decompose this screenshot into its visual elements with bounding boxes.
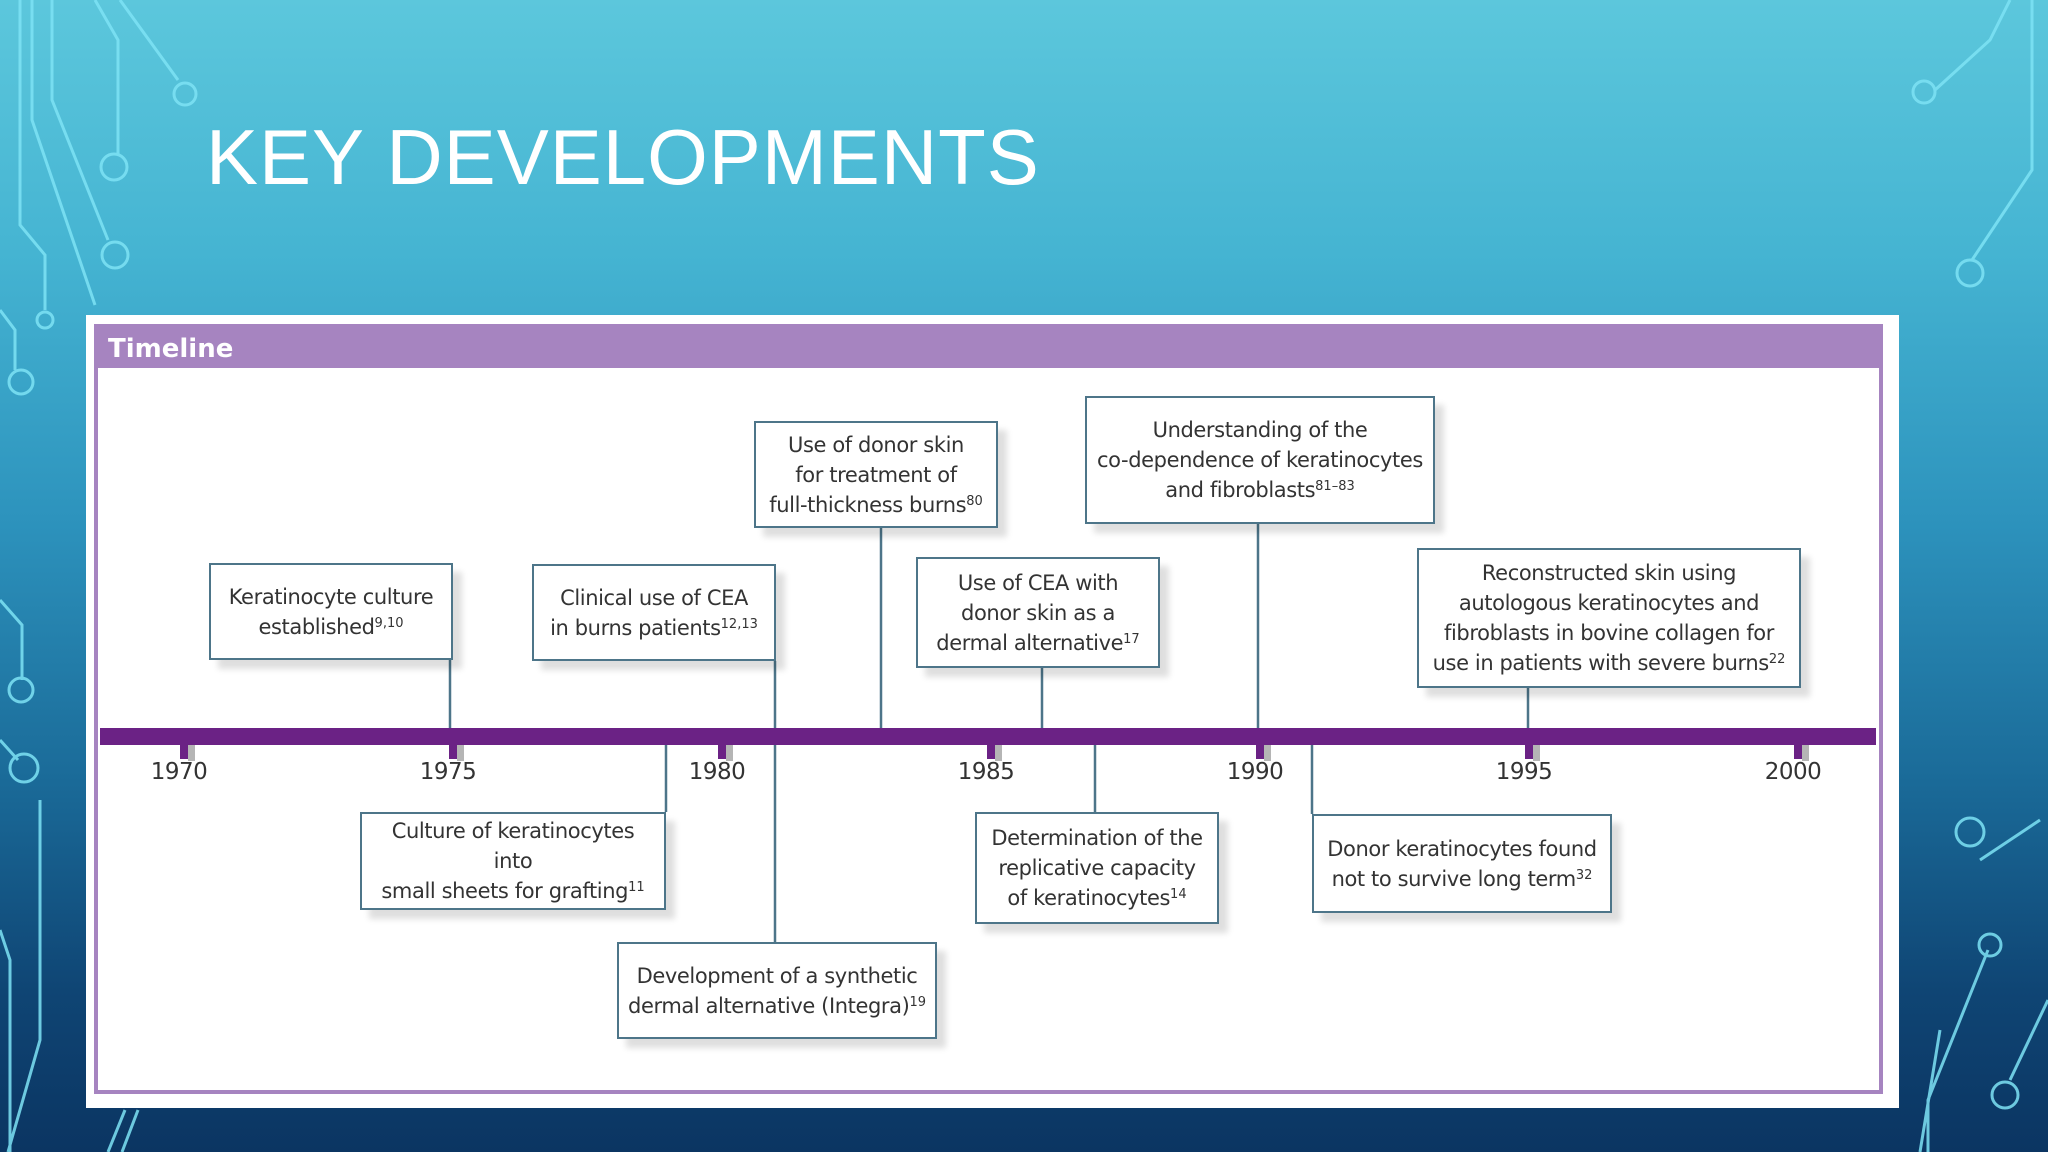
year-label-1995: 1995 xyxy=(1496,759,1553,785)
event-box-cea-donor: Use of CEA with donor skin as a dermal alt… xyxy=(916,557,1160,668)
tick-1970 xyxy=(180,744,188,759)
timeline-panel: Timeline xyxy=(94,324,1883,1094)
citation-ref: 32 xyxy=(1575,867,1593,883)
tick-shadow-1970 xyxy=(188,745,195,761)
tick-1985 xyxy=(987,744,995,759)
event-line: of keratinocytes xyxy=(1007,886,1171,910)
event-line: donor skin as a xyxy=(961,600,1115,625)
event-text: Determination of the replicative capacity… xyxy=(991,823,1203,913)
slide-title: KEY DEVELOPMENTS xyxy=(206,113,1040,201)
event-line: co-dependence of keratinocytes xyxy=(1097,448,1423,472)
event-line: Clinical use of CEA xyxy=(560,585,748,610)
event-box-integra: Development of a synthetic dermal alterna… xyxy=(617,942,937,1039)
tick-shadow-1995 xyxy=(1533,745,1540,761)
tick-shadow-1985 xyxy=(995,745,1002,761)
tick-shadow-1980 xyxy=(726,745,733,761)
event-line: Determination of the xyxy=(991,826,1203,850)
event-line: dermal alternative (Integra) xyxy=(628,993,910,1018)
event-line: use in patients with severe burns xyxy=(1432,651,1770,675)
event-line: in burns patients xyxy=(550,615,721,640)
event-line: established xyxy=(258,614,375,639)
year-label-1985: 1985 xyxy=(958,759,1015,785)
event-text: Culture of keratinocytes into small sheet… xyxy=(370,816,656,906)
event-text: Donor keratinocytes found not to survive … xyxy=(1327,834,1597,894)
tick-1995 xyxy=(1525,744,1533,759)
event-line: and fibroblasts xyxy=(1165,478,1316,502)
event-box-reconstructed-skin: Reconstructed skin using autologous kerat… xyxy=(1417,548,1801,688)
event-text: Clinical use of CEA in burns patients12,1… xyxy=(550,583,758,643)
event-line: autologous keratinocytes and xyxy=(1458,591,1760,615)
event-line: Reconstructed skin using xyxy=(1481,561,1737,585)
event-line: full-thickness burns xyxy=(769,492,967,517)
citation-ref: 12,13 xyxy=(720,616,758,632)
event-line: dermal alternative xyxy=(936,630,1124,655)
tick-shadow-1990 xyxy=(1264,745,1271,761)
event-box-donor-survival: Donor keratinocytes found not to survive … xyxy=(1312,814,1612,913)
event-text: Development of a synthetic dermal alterna… xyxy=(628,961,926,1021)
citation-ref: 9,10 xyxy=(374,615,404,631)
tick-shadow-1975 xyxy=(457,745,464,761)
event-box-co-dependence: Understanding of the co-dependence of ker… xyxy=(1085,396,1435,524)
event-line: Donor keratinocytes found xyxy=(1327,836,1597,861)
event-line: not to survive long term xyxy=(1331,866,1577,891)
citation-ref: 17 xyxy=(1123,631,1140,647)
axis-line xyxy=(100,728,1876,745)
timeline-axis-svg: 1970 1975 1980 1985 1990 1995 2000 xyxy=(100,524,1876,942)
event-box-replicative-capacity: Determination of the replicative capacity… xyxy=(975,812,1219,924)
event-line: small sheets for grafting xyxy=(381,879,629,903)
event-text: Use of donor skin for treatment of full-th… xyxy=(769,430,983,520)
event-box-donor-skin: Use of donor skin for treatment of full-th… xyxy=(754,421,998,528)
event-line: for treatment of xyxy=(795,462,957,487)
event-box-culture-sheets: Culture of keratinocytes into small sheet… xyxy=(360,812,666,910)
year-label-1970: 1970 xyxy=(151,759,208,785)
citation-ref: 11 xyxy=(628,880,645,895)
event-text: Understanding of the co-dependence of ker… xyxy=(1097,415,1423,505)
panel-header: Timeline xyxy=(98,328,1879,368)
tick-1975 xyxy=(449,744,457,759)
year-label-2000: 2000 xyxy=(1765,759,1822,785)
event-line: Development of a synthetic xyxy=(636,963,918,988)
tick-1980 xyxy=(718,744,726,759)
year-label-1990: 1990 xyxy=(1227,759,1284,785)
event-line: replicative capacity xyxy=(998,856,1196,880)
year-label-1975: 1975 xyxy=(420,759,477,785)
citation-ref: 22 xyxy=(1768,652,1786,667)
citation-ref: 14 xyxy=(1170,887,1187,902)
event-box-keratinocyte-culture: Keratinocyte culture established9,10 xyxy=(209,563,453,660)
event-line: Understanding of the xyxy=(1152,418,1368,442)
event-line: Use of donor skin xyxy=(788,432,964,457)
event-text: Reconstructed skin using autologous kerat… xyxy=(1433,558,1786,678)
panel-title: Timeline xyxy=(108,334,234,364)
event-line: Keratinocyte culture xyxy=(228,584,434,609)
citation-ref: 81–83 xyxy=(1315,479,1355,494)
event-text: Use of CEA with donor skin as a dermal alt… xyxy=(936,568,1139,658)
event-line: fibroblasts in bovine collagen for xyxy=(1443,621,1774,645)
citation-ref: 19 xyxy=(909,994,926,1010)
event-line: Culture of keratinocytes into xyxy=(391,819,635,873)
tick-shadow-2000 xyxy=(1802,745,1809,761)
event-text: Keratinocyte culture established9,10 xyxy=(229,582,434,642)
tick-1990 xyxy=(1256,744,1264,759)
tick-2000 xyxy=(1794,744,1802,759)
event-line: Use of CEA with xyxy=(957,570,1119,595)
year-label-1980: 1980 xyxy=(689,759,746,785)
event-box-clinical-cea: Clinical use of CEA in burns patients12,1… xyxy=(532,564,776,661)
citation-ref: 80 xyxy=(966,493,983,509)
